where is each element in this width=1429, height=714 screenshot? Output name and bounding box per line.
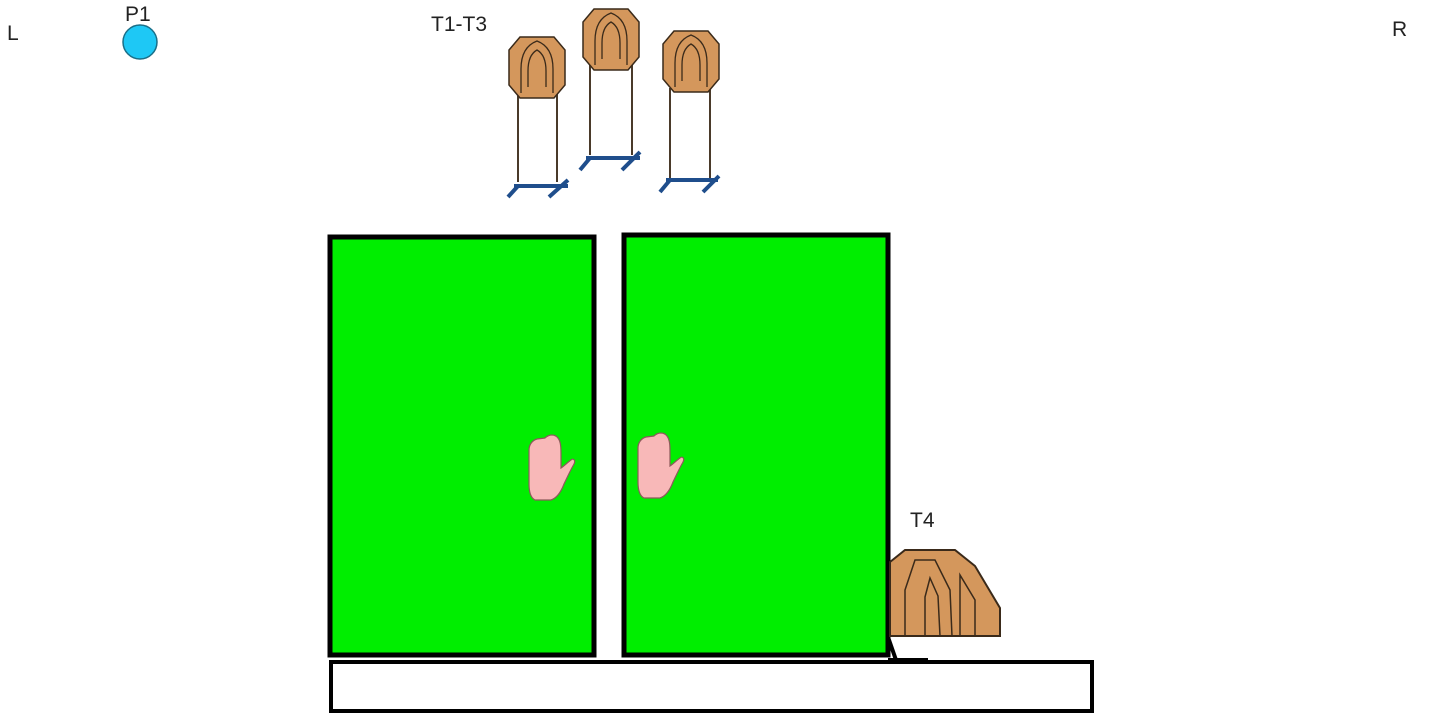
position-label: P1 xyxy=(125,3,151,26)
target-t3 xyxy=(658,30,721,194)
position-marker-p1 xyxy=(122,24,158,60)
side-label-right: R xyxy=(1392,18,1408,41)
target-t4 xyxy=(889,549,1001,637)
octagon-target-icon xyxy=(582,8,640,71)
target-t1 xyxy=(506,36,570,199)
octagon-target-icon xyxy=(508,36,566,99)
octagon-target-icon xyxy=(662,30,720,93)
stand-t1 xyxy=(506,178,570,199)
stand-t2 xyxy=(578,150,642,172)
targets-group-label: T1-T3 xyxy=(431,13,488,36)
side-label-left: L xyxy=(7,22,19,45)
target-four-label: T4 xyxy=(910,509,935,532)
base-platform xyxy=(329,660,1094,713)
target-t2 xyxy=(578,8,642,172)
stand-t3 xyxy=(658,174,721,194)
